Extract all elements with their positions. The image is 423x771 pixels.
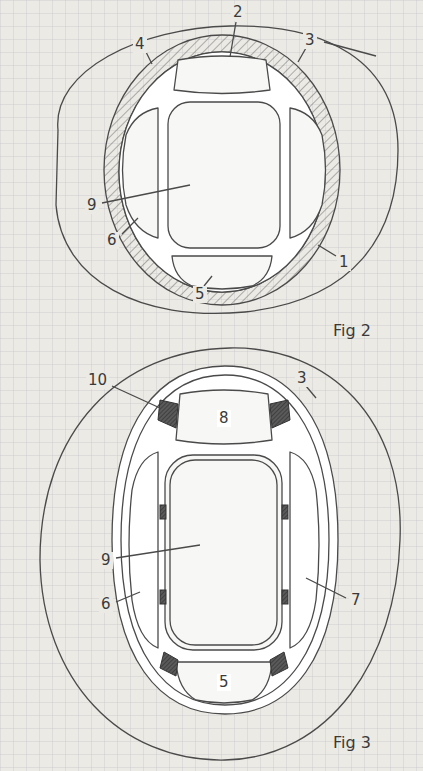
callout-number: 9 (99, 552, 113, 569)
callout-number: 8 (217, 410, 231, 427)
callout-number: 7 (349, 592, 363, 609)
callout-number: 4 (133, 36, 147, 53)
callout-number: 1 (337, 254, 351, 271)
callout-number: 5 (193, 286, 207, 303)
callout-number: 5 (217, 674, 231, 691)
figure-caption: Fig 3 (331, 734, 373, 751)
callout-number: 10 (86, 372, 109, 389)
callout-number: 3 (303, 32, 317, 49)
callout-number: 2 (231, 4, 245, 21)
figure-caption: Fig 2 (331, 322, 373, 339)
callout-number: 3 (295, 370, 309, 387)
callout-number: 6 (99, 596, 113, 613)
callout-number: 6 (105, 232, 119, 249)
callout-number: 9 (85, 197, 99, 214)
